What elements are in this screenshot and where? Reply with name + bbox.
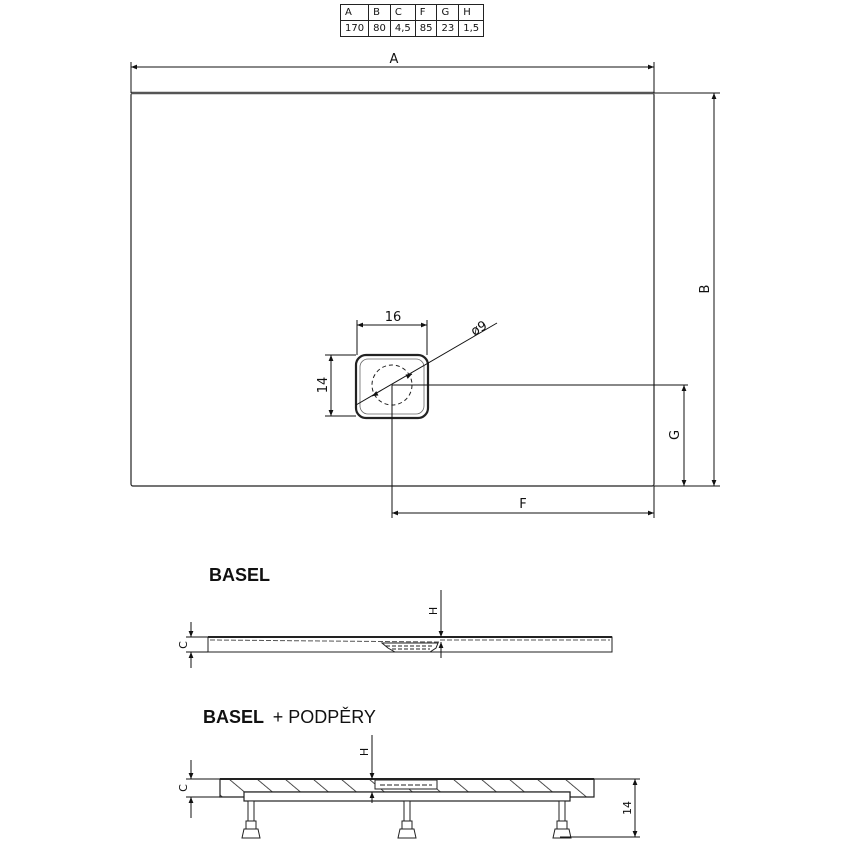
label-drain-height: 14 [316, 377, 331, 394]
plan-view: A B ø9 16 14 [130, 52, 720, 518]
label-diameter: ø9 [469, 318, 491, 339]
dimension-F: F [392, 486, 655, 518]
value-B: 80 [368, 20, 391, 37]
supports-label-C: C [177, 784, 190, 792]
section-supports-title-rest: + PODPĚRY [273, 707, 376, 727]
basel-label-C: C [177, 641, 190, 649]
label-G: G [668, 430, 683, 440]
section-supports-title: BASEL + PODPĚRY [203, 707, 376, 727]
section-basel-title: BASEL [209, 565, 270, 585]
drain: ø9 16 14 [316, 310, 498, 420]
basel-label-H: H [427, 607, 440, 615]
dimension-table-values: 170 80 4,5 85 23 1,5 [339, 20, 485, 37]
supports-label-height: 14 [621, 801, 634, 815]
supports-label-H: H [358, 748, 371, 756]
value-C: 4,5 [389, 20, 416, 37]
support-frame [243, 791, 571, 802]
label-B: B [698, 285, 713, 294]
label-A: A [390, 52, 399, 67]
value-A: 170 [339, 20, 370, 37]
support-leg-left [241, 800, 261, 839]
dimension-G: G [668, 385, 687, 486]
dimension-B: B [654, 92, 720, 487]
dimension-table: A B C F G H 170 80 4,5 85 23 1,5 [339, 4, 485, 37]
section-supports-title-bold: BASEL [203, 707, 264, 727]
support-leg-right [552, 800, 572, 839]
support-leg-middle [397, 800, 417, 839]
section-basel: BASEL C H [177, 565, 613, 668]
dimension-A: A [130, 52, 655, 93]
section-basel-supports: BASEL + PODPĚRY C [177, 707, 640, 839]
label-drain-width: 16 [385, 310, 402, 325]
value-H: 1,5 [458, 20, 485, 37]
label-F: F [519, 497, 526, 512]
